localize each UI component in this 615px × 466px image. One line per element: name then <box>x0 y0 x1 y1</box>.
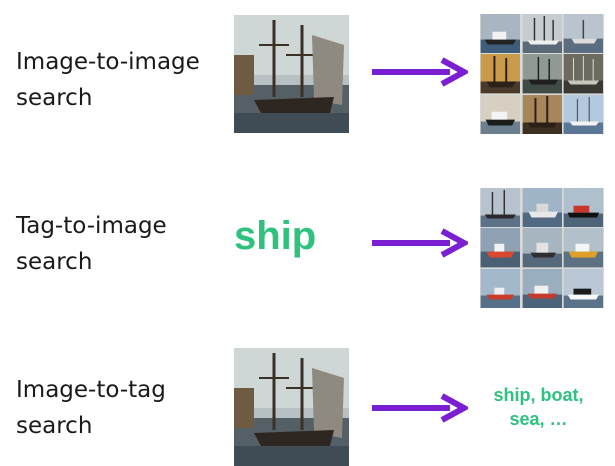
result-image-grid-1 <box>480 14 604 134</box>
label-line2: search <box>16 85 93 111</box>
result-tags-line2: sea, … <box>509 409 568 429</box>
right-arrow-icon <box>372 393 468 423</box>
label-tag-to-image: Tag-to-image search <box>16 208 167 280</box>
result-tags: ship, boat, sea, … <box>466 383 611 431</box>
thumbnail <box>522 14 563 54</box>
label-line1: Tag-to-image <box>16 213 167 239</box>
thumbnail <box>563 14 604 54</box>
result-tags-line1: ship, boat, <box>493 385 584 405</box>
thumbnail <box>563 54 604 94</box>
label-image-to-tag: Image-to-tag search <box>16 372 166 444</box>
thumbnail <box>522 268 563 308</box>
thumbnail <box>480 94 521 134</box>
query-ship-photo <box>234 15 349 133</box>
right-arrow-icon <box>372 228 468 258</box>
thumbnail <box>480 54 521 94</box>
thumbnail <box>480 228 521 268</box>
right-arrow-icon <box>372 57 468 87</box>
label-line2: search <box>16 413 93 439</box>
label-line1: Image-to-image <box>16 49 200 75</box>
thumbnail <box>522 94 563 134</box>
thumbnail <box>563 94 604 134</box>
thumbnail <box>522 54 563 94</box>
thumbnail <box>563 268 604 308</box>
thumbnail <box>480 188 521 228</box>
thumbnail <box>480 268 521 308</box>
thumbnail <box>563 228 604 268</box>
result-image-grid-2 <box>480 188 604 308</box>
thumbnail <box>522 228 563 268</box>
label-line2: search <box>16 249 93 275</box>
thumbnail <box>480 14 521 54</box>
thumbnail <box>522 188 563 228</box>
label-image-to-image: Image-to-image search <box>16 44 200 116</box>
label-line1: Image-to-tag <box>16 377 166 403</box>
query-tag-text: ship <box>234 214 317 258</box>
query-ship-photo <box>234 348 349 466</box>
thumbnail <box>563 188 604 228</box>
